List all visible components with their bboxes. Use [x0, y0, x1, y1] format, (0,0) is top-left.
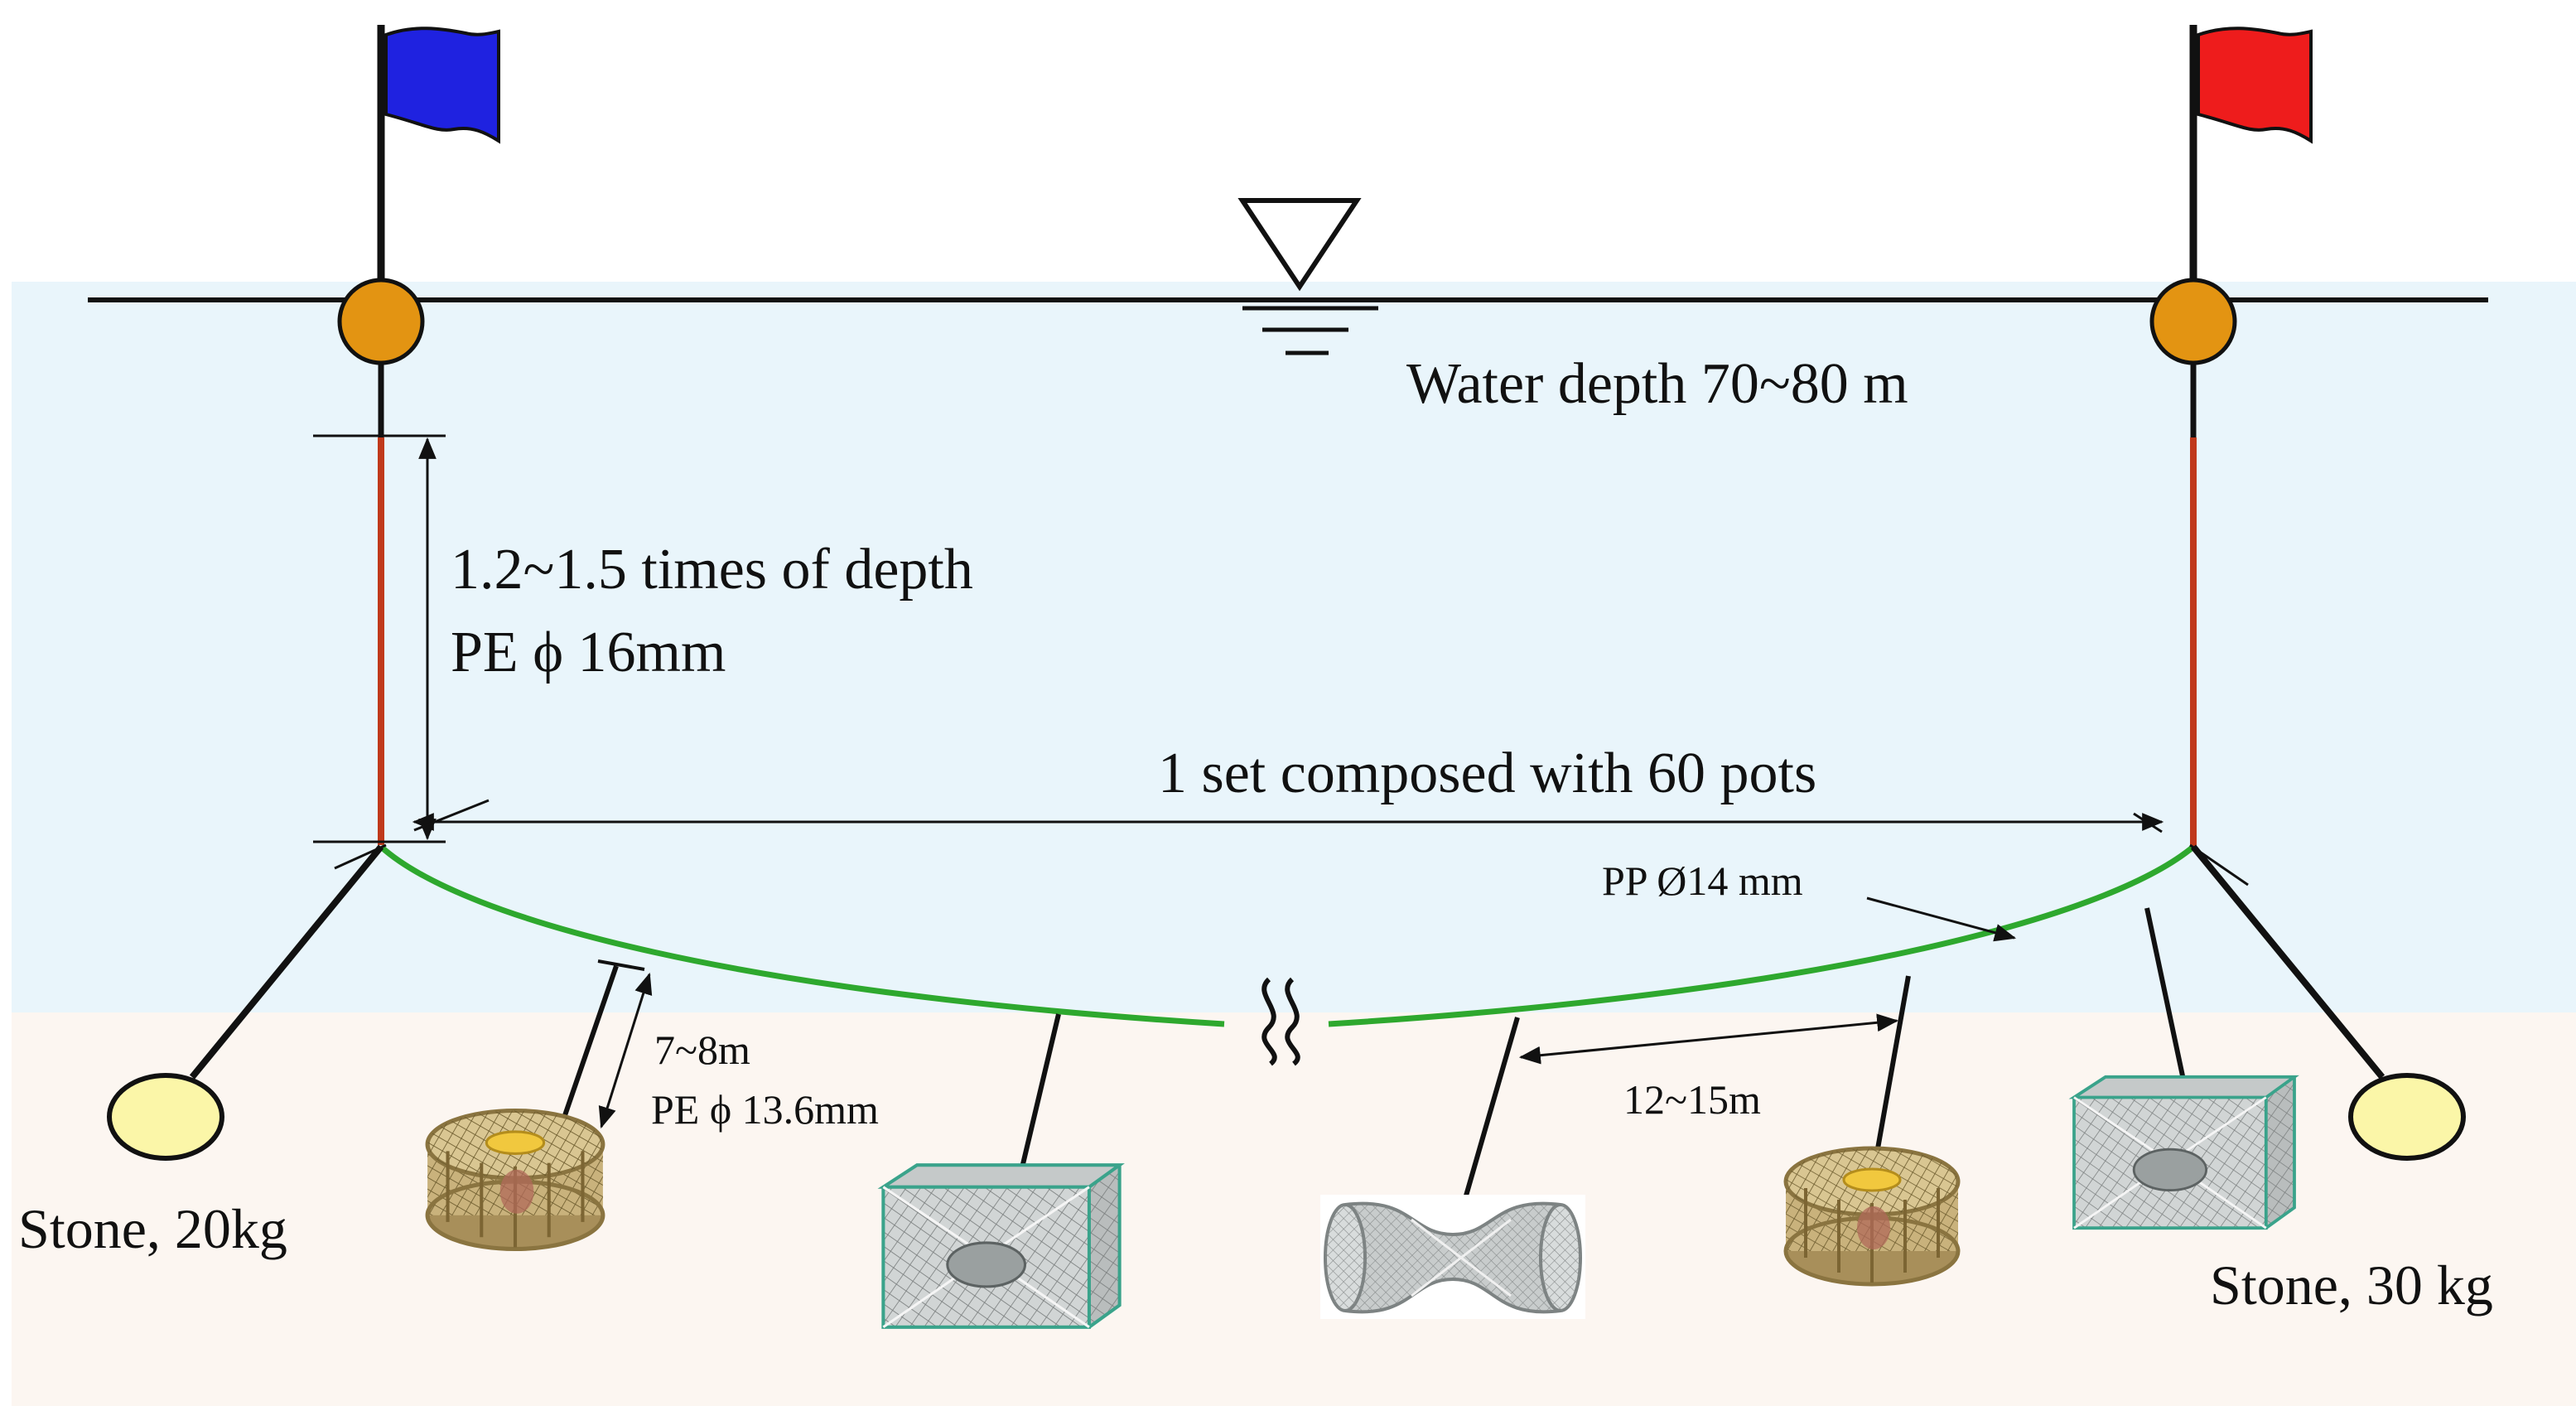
- right-flag-icon: [2197, 27, 2313, 144]
- branch-line-length-label: 7~8m: [654, 1027, 750, 1073]
- left-stone-icon: [107, 1073, 224, 1161]
- branch-line-material-label: PE ϕ 13.6mm: [651, 1086, 879, 1133]
- right-buoy-icon: [2149, 278, 2237, 365]
- square-box-pot-icon-1: [883, 1165, 1119, 1327]
- mainline-left: [379, 844, 1225, 1027]
- pot-spacing-label: 12~15m: [1623, 1076, 1761, 1123]
- left-flag-icon: [384, 27, 500, 144]
- water-depth-label: Water depth 70~80 m: [1406, 352, 1908, 416]
- stone-right-label: Stone, 30 kg: [2210, 1254, 2493, 1317]
- left-stone-rope: [189, 844, 384, 1080]
- mainline-leader-arrow: [1866, 896, 2017, 942]
- cylindrical-tube-pot-icon: [1320, 1195, 1585, 1319]
- branch-line-3: [1462, 1017, 1520, 1202]
- right-stone-icon: [2348, 1073, 2466, 1161]
- water-surface-triangle-icon: [1237, 198, 1378, 355]
- pot-spacing-dimension-arrow: [1518, 1013, 1899, 1065]
- branch-line-2: [1016, 1013, 1061, 1182]
- set-length-tick-right: [2133, 812, 2163, 833]
- buoy-line-material-label: PE ϕ 16mm: [451, 621, 726, 684]
- branch-line-tick-1: [597, 959, 645, 971]
- square-box-pot-icon-2: [2072, 1075, 2296, 1230]
- round-crab-pot-icon-1: [427, 1111, 603, 1249]
- branch-line-dimension-arrow: [598, 972, 653, 1129]
- set-length-tick-left: [413, 799, 490, 832]
- mainline-material-label: PP Ø14 mm: [1602, 858, 1803, 904]
- round-crab-pot-icon-2: [1786, 1148, 1958, 1284]
- set-composition-label: 1 set composed with 60 pots: [1158, 742, 1816, 805]
- right-stone-rope: [2190, 844, 2385, 1080]
- left-stone-tick: [334, 843, 387, 870]
- branch-line-5: [2144, 907, 2189, 1096]
- water-region: [12, 282, 2576, 1012]
- buoy-line-length-label: 1.2~1.5 times of depth: [451, 538, 973, 602]
- mainline-right: [1328, 844, 2196, 1027]
- branch-line-4: [1874, 975, 1911, 1154]
- stone-left-label: Stone, 20kg: [18, 1197, 287, 1260]
- right-stone-tick: [2189, 843, 2249, 887]
- line-break-icon: [1261, 977, 1300, 1066]
- left-buoy-icon: [337, 278, 425, 365]
